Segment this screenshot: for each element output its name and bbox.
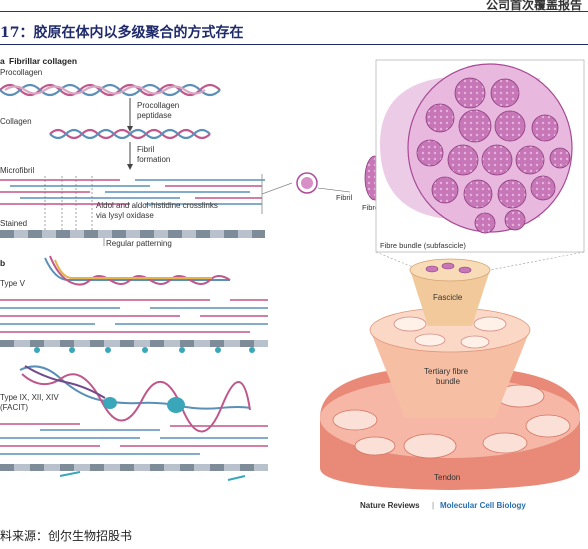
figure-title-rule (0, 44, 588, 45)
fibre-bundle-fibres (416, 77, 571, 234)
microfibril-label: Microfibril (0, 166, 34, 175)
facit-label-line2: (FACIT) (0, 403, 28, 412)
facit-globule-1 (103, 397, 117, 409)
fascicle-subfascicles (425, 262, 472, 274)
collagen-helix (49, 128, 211, 140)
stained-pattern (0, 230, 265, 238)
arrow-2-head (127, 164, 133, 170)
fibre-label: Fibre (362, 203, 379, 212)
fascicle-body (410, 270, 490, 326)
type-v-fibrils (0, 299, 268, 333)
step1-label-line2: peptidase (137, 111, 172, 120)
microfibril-callout (261, 182, 293, 195)
credit-separator: | (432, 501, 434, 510)
header-rule (0, 11, 588, 12)
facit-globule-2 (167, 397, 185, 413)
step1-label-line1: Procollagen (137, 101, 179, 110)
step2-label-line2: formation (137, 155, 170, 164)
fibril-label: Fibril (336, 193, 353, 202)
facit-helix (19, 365, 251, 433)
panel-b: b Type V (0, 255, 268, 481)
arrow-1-head (127, 126, 133, 132)
connector-right (489, 251, 585, 271)
crosslink-label-line2: via lysyl oxidase (96, 211, 154, 220)
tertiary-bundle-body (370, 330, 530, 418)
tendon-bundles (332, 384, 571, 459)
fascicle-label: Fascicle (433, 293, 463, 302)
crosslink-markers (44, 176, 93, 230)
stained-label: Stained (0, 219, 27, 228)
panel-a-title: Fibrillar collagen (9, 56, 77, 66)
source-note: 料来源：创尔生物招股书 (0, 529, 133, 543)
type-v-label: Type V (0, 279, 26, 288)
panel-a: a Fibrillar collagen Procollagen Procoll… (0, 56, 293, 248)
fibre-bundle-label: Fibre bundle (subfascicle) (380, 241, 466, 250)
figure-title: 17：胶原在体内以多级聚合的方式存在 (0, 25, 244, 41)
credit-journal: Nature Reviews (360, 501, 420, 510)
running-title: 公司首次覆盖报告 (485, 0, 582, 12)
credit-subject: Molecular Cell Biology (440, 501, 526, 510)
type-v-stained (0, 340, 268, 353)
procollagen-label: Procollagen (0, 68, 42, 77)
procollagen-helix (0, 83, 221, 97)
facit-fibrils (0, 423, 268, 455)
facit-stained (0, 464, 268, 481)
regular-patterning-label: Regular patterning (106, 239, 172, 248)
crosslink-label-line1: Aldol and aldol-histidine crosslinks (96, 201, 218, 210)
step2-label-line1: Fibril (137, 145, 155, 154)
fibril-pointer (317, 187, 351, 193)
fibril-cross-section (301, 177, 313, 189)
tendon-label: Tendon (434, 473, 460, 482)
tertiary-label-line2: bundle (436, 377, 461, 386)
fibril-cross-section-outline (296, 172, 318, 194)
facit-label-line1: Type IX, XII, XIV (0, 393, 59, 402)
collagen-figure: a Fibrillar collagen Procollagen Procoll… (0, 56, 585, 510)
tertiary-label-line1: Tertiary fibre (424, 367, 469, 376)
collagen-label: Collagen (0, 117, 32, 126)
fascicle-top (409, 258, 491, 282)
type-v-helix (44, 255, 231, 286)
page-header: 公司首次覆盖报告 (0, 0, 588, 16)
tissue-hierarchy: Fibril Fibre Fibre bundle (296, 59, 585, 490)
panel-b-label: b (0, 258, 5, 268)
panel-a-label: a (0, 56, 5, 66)
